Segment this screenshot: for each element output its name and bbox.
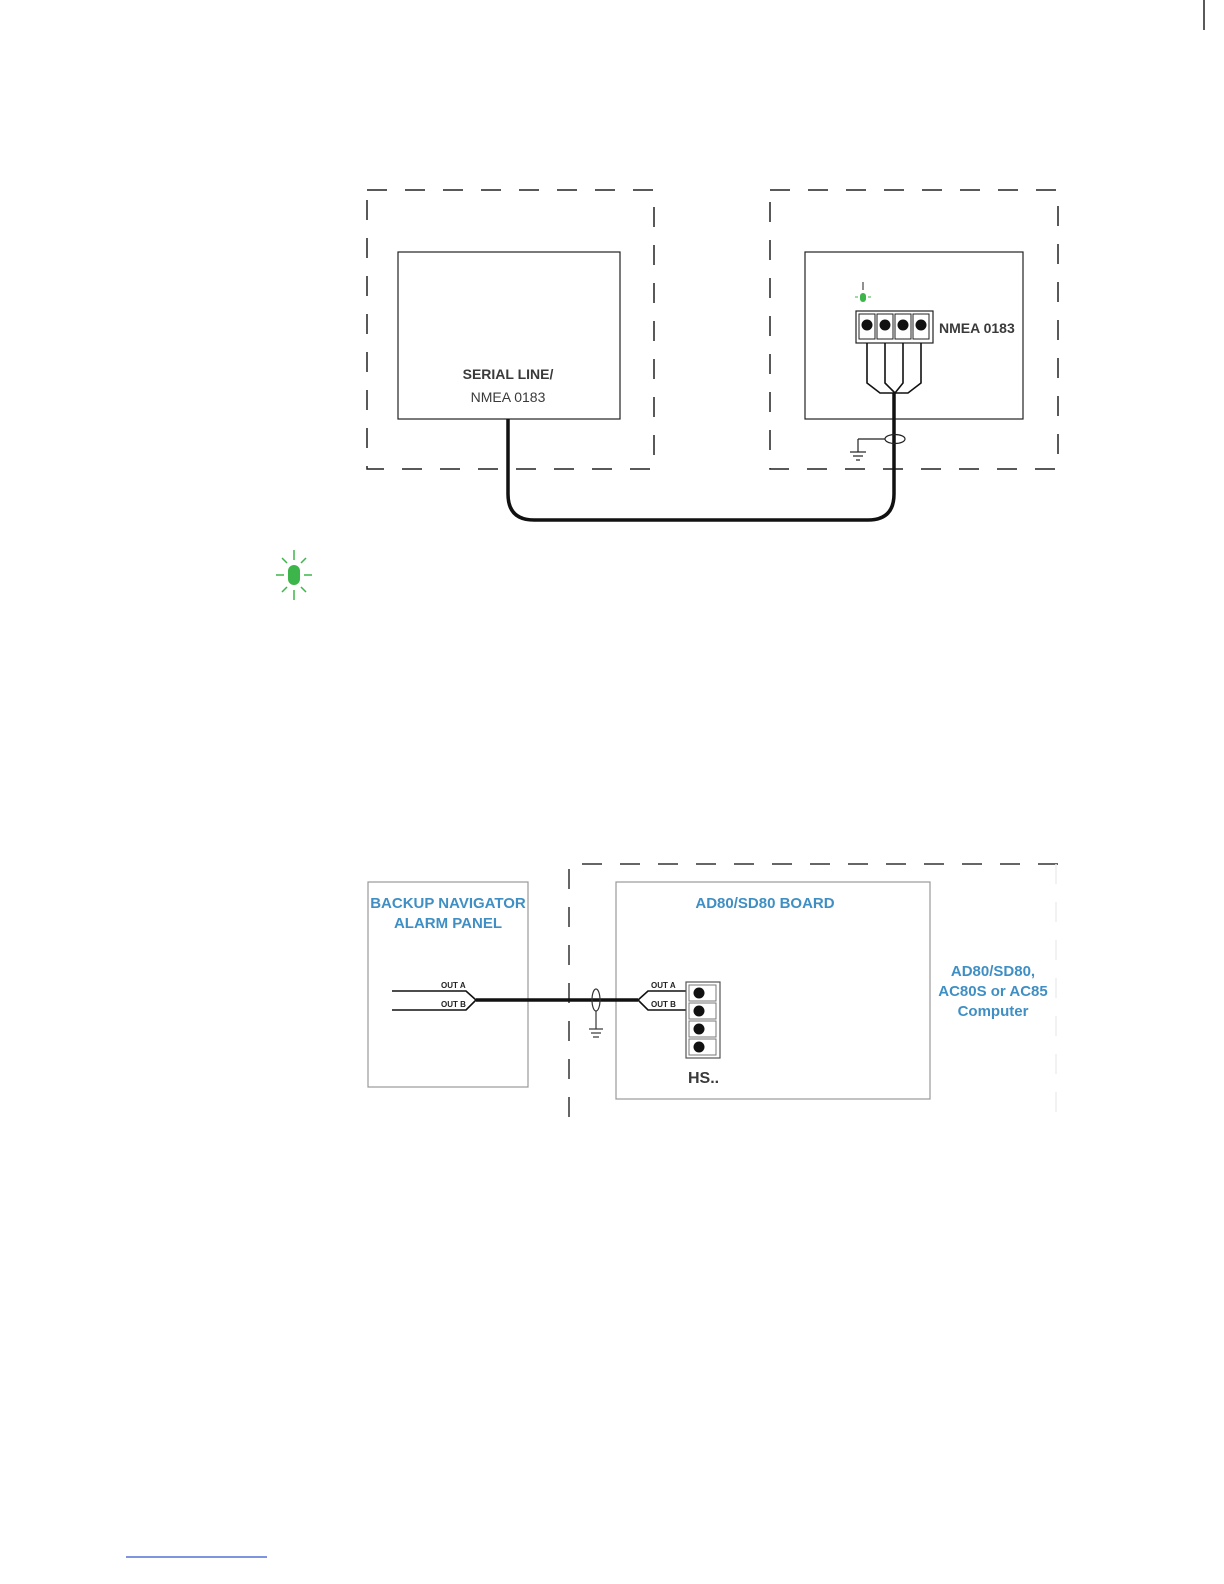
computer-label-line3: Computer	[958, 1003, 1029, 1020]
serial-label-line2: NMEA 0183	[471, 389, 546, 405]
serial-label-line1: SERIAL LINE/	[463, 366, 554, 382]
nmea-connector-label: NMEA 0183	[939, 320, 1015, 336]
nmea-terminal-block	[856, 311, 933, 343]
hs-connector-label: HS..	[688, 1070, 719, 1087]
computer-label-line1: AD80/SD80,	[951, 963, 1035, 980]
board-out-b-label: OUT B	[651, 1000, 676, 1009]
ground-icon	[850, 435, 905, 461]
board-out-a-label: OUT A	[651, 981, 676, 990]
ground-icon-2	[589, 989, 603, 1037]
led-legend-icon	[276, 550, 312, 600]
panel-out-b-label: OUT B	[441, 1000, 466, 1009]
board-title: AD80/SD80 BOARD	[695, 895, 834, 912]
alarm-panel-title-line2: ALARM PANEL	[394, 915, 502, 932]
computer-label-line2: AC80S or AC85	[938, 983, 1047, 1000]
panel-out-a-label: OUT A	[441, 981, 466, 990]
alarm-panel-title-line1: BACKUP NAVIGATOR	[370, 895, 526, 912]
hs-terminal-block	[686, 982, 720, 1058]
diagram-1: SERIAL LINE/ NMEA 0183 NMEA 0183	[367, 190, 1058, 520]
diagram-2: BACKUP NAVIGATOR ALARM PANEL OUT A OUT B…	[368, 864, 1058, 1118]
